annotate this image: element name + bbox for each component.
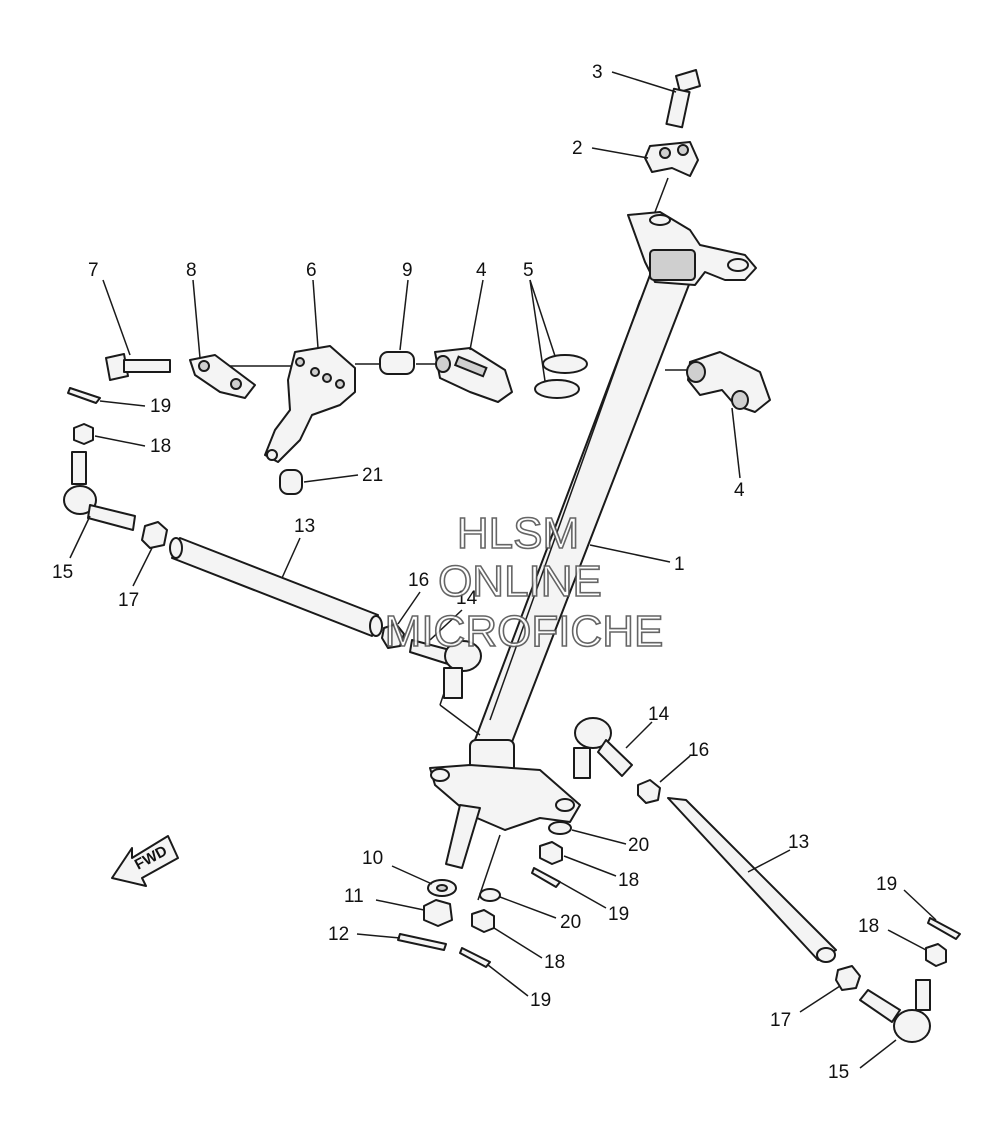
nut-18-b [539,841,563,865]
callout-18-c: 18 [544,952,565,973]
callout-15-right: 15 [828,1062,849,1083]
callout-19-d: 19 [876,874,897,895]
cotter-pin-19-right [927,917,961,940]
callout-4-left: 4 [476,260,487,281]
fwd-arrow-icon: FWD [111,835,179,887]
nut-11 [423,899,453,927]
cotter-pin-12 [397,933,447,951]
callout-1: 1 [674,554,685,575]
watermark-line-2: ONLINE [438,557,602,606]
callout-18-d: 18 [858,916,879,937]
nut-17-right [835,965,861,991]
nut-18-left [73,423,94,445]
callout-11: 11 [344,886,364,907]
callout-19-left: 19 [150,396,171,417]
callout-20-b: 20 [560,912,581,933]
callout-12: 12 [328,924,349,945]
holder-2 [644,141,699,213]
callout-14-right: 14 [648,704,670,725]
washer-10 [427,879,457,897]
collar-9 [355,351,415,375]
lock-plate-8 [189,354,300,399]
callout-9: 9 [402,260,413,281]
callout-19-b: 19 [608,904,629,925]
callout-3: 3 [592,62,603,83]
nut-17-left [141,521,168,549]
holder-4-right [665,351,771,413]
tie-rod-end-15-right [859,979,931,1043]
cotter-pin-19-c [459,947,491,968]
callout-17-left: 17 [118,590,139,611]
callout-19-c: 19 [530,990,551,1011]
tie-rod-end-15-left [63,451,136,531]
cotter-pin-19-b [531,867,561,888]
callout-6: 6 [306,260,317,281]
nut-18-c [471,909,495,933]
callout-17-right: 17 [770,1010,791,1031]
steering-shaft [429,211,757,901]
callout-18-left: 18 [150,436,171,457]
callout-13-right: 13 [788,832,809,853]
callout-18-b: 18 [618,870,639,891]
callout-labels: 3 2 7 8 6 9 4 5 4 19 18 21 13 1 15 17 16… [52,62,897,1083]
callout-14-left: 14 [456,588,478,609]
callout-5: 5 [523,260,534,281]
leader-lines [69,71,937,1069]
nut-16-left [381,623,405,649]
callout-7: 7 [88,260,99,281]
cotter-pin-19-left [67,387,101,404]
watermark: HLSM ONLINE MICROFICHE [384,508,664,657]
watermark-line-3: MICROFICHE [385,607,664,656]
callout-16-left: 16 [408,570,429,591]
tie-rod-end-14-right [573,717,633,779]
callout-4-right: 4 [734,480,745,501]
tie-rod-13-left [169,537,383,637]
bracket-6 [264,345,356,463]
tie-rod-13-right [667,797,837,963]
watermark-line-1: HLSM [457,509,579,558]
callout-20-a: 20 [628,835,649,856]
washer-20-b [479,888,501,902]
callout-21: 21 [362,465,383,486]
callout-13-left: 13 [294,516,315,537]
callout-2: 2 [572,138,583,159]
tie-rod-end-14-left [409,639,482,699]
washer-20-a [548,821,572,835]
bolt-7 [105,353,171,381]
bolt-3 [665,69,701,129]
holder-4-left [416,347,513,403]
callout-16-right: 16 [688,740,709,761]
nut-16-right [637,779,661,804]
grommet-21 [279,469,303,495]
nut-18-right [925,943,947,967]
circlips-5 [534,354,588,399]
callout-15-left: 15 [52,562,73,583]
callout-8: 8 [186,260,197,281]
callout-10: 10 [362,848,383,869]
